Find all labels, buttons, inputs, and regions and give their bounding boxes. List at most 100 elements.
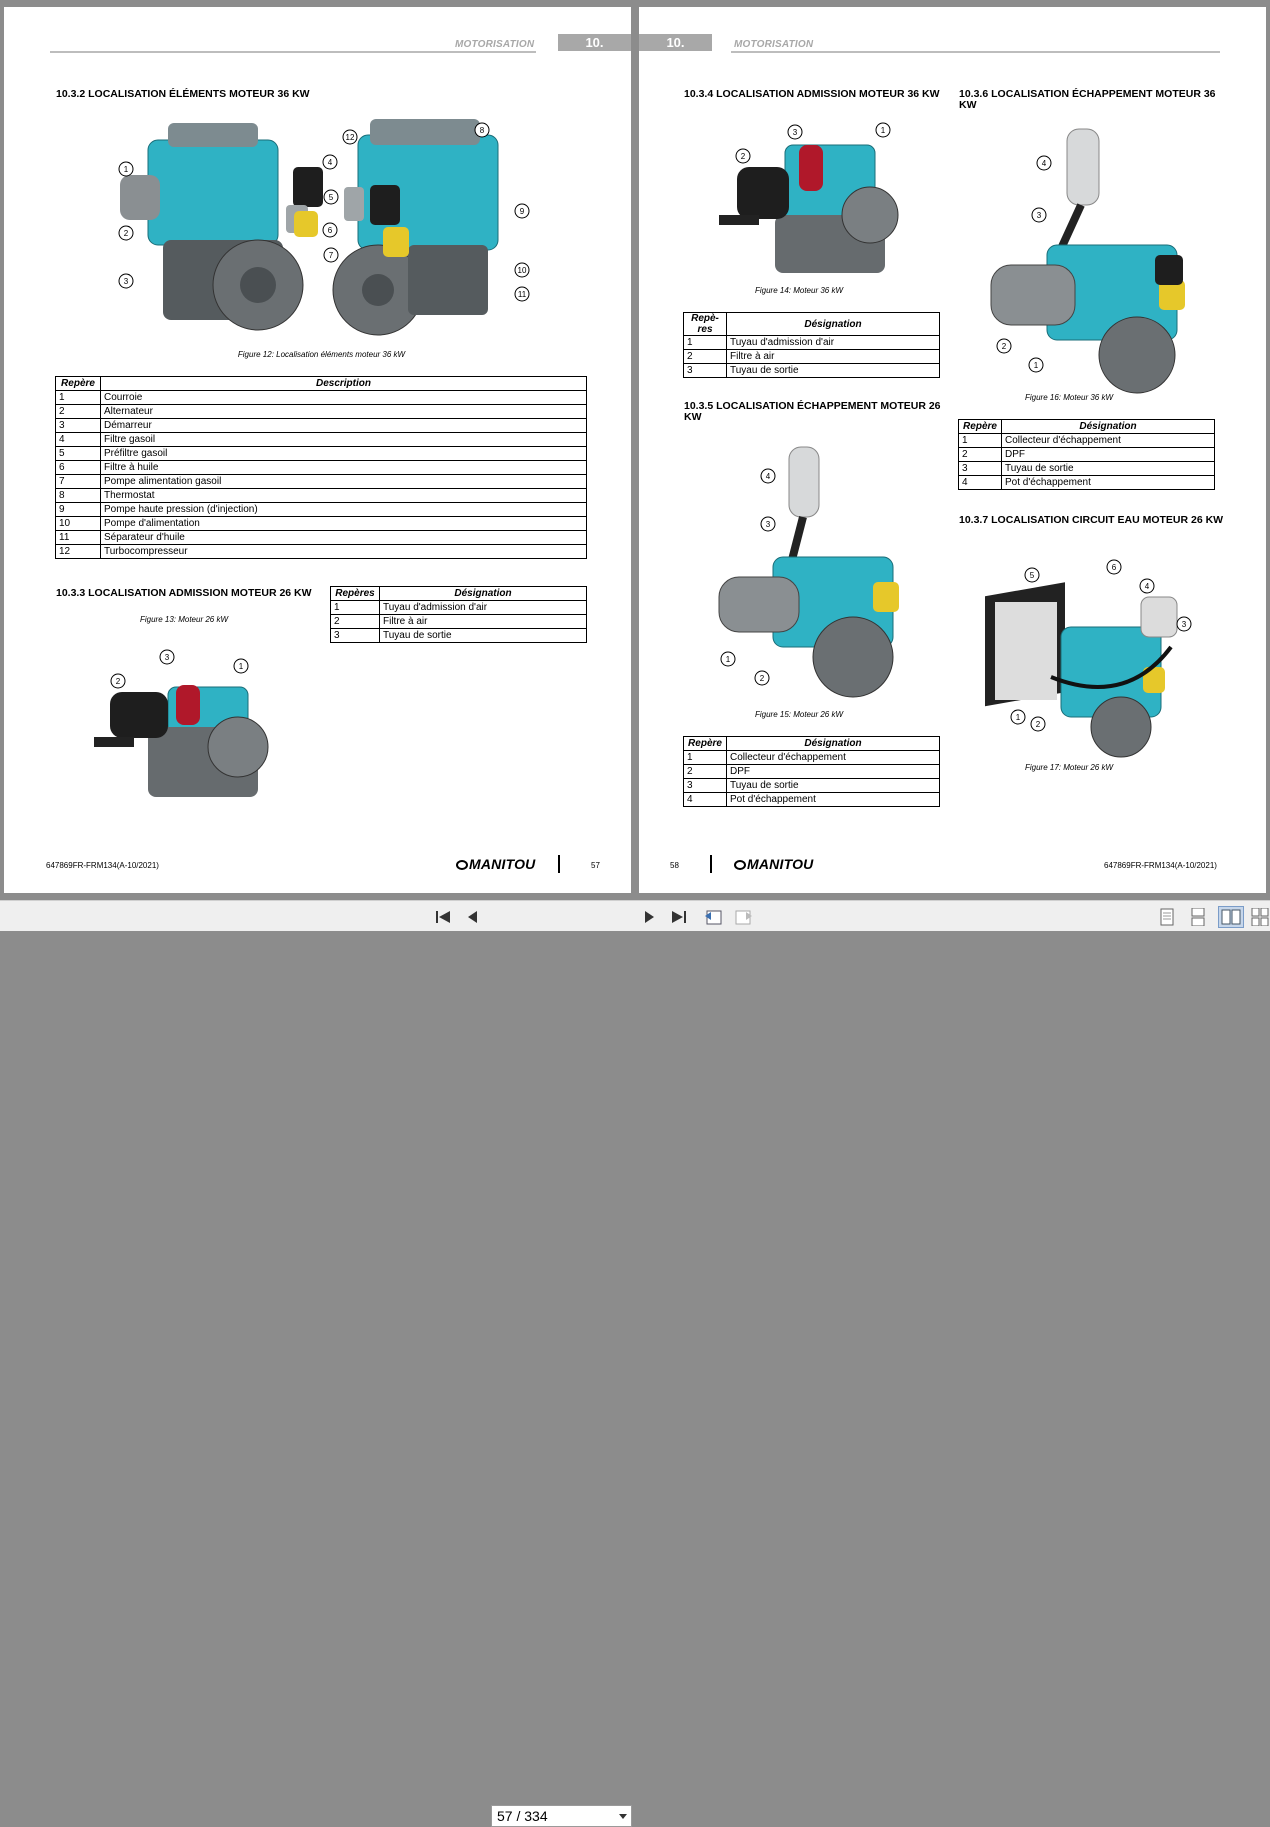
manitou-logo-text: MANITOU <box>747 856 814 872</box>
section-title-10-3-2: 10.3.2 LOCALISATION ÉLÉMENTS MOTEUR 36 K… <box>56 88 310 100</box>
single-page-view-icon[interactable] <box>1156 906 1178 928</box>
table-cell-designation: Tuyau de sortie <box>726 363 940 378</box>
figure-14-callouts: 1 2 3 <box>735 122 891 164</box>
callout-2: 2 <box>1030 716 1046 732</box>
callout-3: 3 <box>1031 207 1047 223</box>
pdf-viewer-toolbar: 57 / 334 <box>0 900 1270 1827</box>
figure-13-caption: Figure 13: Moteur 26 kW <box>139 615 229 624</box>
header-section-label: MOTORISATION <box>455 39 535 50</box>
footer-page-number: 57 <box>591 861 600 870</box>
column-header-reperes: Repères <box>330 586 380 601</box>
table-cell-designation: Démarreur <box>100 418 587 433</box>
previous-page-icon[interactable] <box>462 906 484 928</box>
svg-text:3: 3 <box>1182 620 1187 629</box>
table-cell-repere: 1 <box>683 335 727 350</box>
svg-text:3: 3 <box>766 520 771 529</box>
previous-view-icon[interactable] <box>702 906 724 928</box>
svg-text:3: 3 <box>165 653 170 662</box>
engine-36kw-intake-figure: 1 2 3 <box>719 122 899 273</box>
section-title-10-3-3: 10.3.3 LOCALISATION ADMISSION MOTEUR 26 … <box>56 587 312 599</box>
callout-4: 4 <box>1139 578 1155 594</box>
column-header-designation: Désignation <box>726 736 940 751</box>
table-cell-designation: Pompe haute pression (d'injection) <box>100 502 587 517</box>
continuous-facing-view-icon[interactable] <box>1250 906 1270 928</box>
table-cell-designation: Thermostat <box>100 488 587 503</box>
svg-text:4: 4 <box>1145 582 1150 591</box>
right-page: 10. MOTORISATION 10.3.4 LOCALISATION ADM… <box>639 7 1266 893</box>
svg-text:7: 7 <box>329 251 334 260</box>
table-cell-designation: Pot d'échappement <box>1001 475 1215 490</box>
callout-8: 8 <box>474 122 490 138</box>
engine-26kw-intake-figure: 1 2 3 <box>94 649 269 797</box>
figure-15-caption: Figure 15: Moteur 26 kW <box>754 710 844 719</box>
engine-left-view <box>120 123 323 331</box>
callout-9: 9 <box>514 203 530 219</box>
svg-text:2: 2 <box>760 674 765 683</box>
callout-3: 3 <box>159 649 175 665</box>
callout-1: 1 <box>1028 357 1044 373</box>
column-header-repere: Repère <box>683 736 727 751</box>
table-header-row: Repère Désignation <box>683 736 940 751</box>
callout-12: 12 <box>342 129 358 145</box>
callout-1: 1 <box>1010 709 1026 725</box>
callout-4: 4 <box>322 154 338 170</box>
page-number-field[interactable]: 57 / 334 <box>491 1805 632 1827</box>
table-header-row: Repère Désignation <box>958 419 1215 434</box>
engine-right-view <box>332 119 499 336</box>
facing-view-icon[interactable] <box>1218 906 1244 928</box>
exhaust-26kw-figure: 1 2 3 4 <box>718 446 899 698</box>
callout-10: 10 <box>514 262 530 278</box>
callout-7: 7 <box>323 247 339 263</box>
table-cell-repere: 2 <box>958 447 1002 462</box>
svg-text:5: 5 <box>329 193 334 202</box>
svg-text:8: 8 <box>480 126 485 135</box>
continuous-view-icon[interactable] <box>1187 906 1209 928</box>
svg-text:1: 1 <box>881 126 886 135</box>
svg-text:2: 2 <box>1002 342 1007 351</box>
next-view-icon[interactable] <box>733 906 755 928</box>
table-header-row: Repères Désignation <box>330 586 587 601</box>
column-header-designation: Désignation <box>726 312 940 336</box>
last-page-icon[interactable] <box>668 906 690 928</box>
svg-text:6: 6 <box>1112 563 1117 572</box>
svg-text:2: 2 <box>1036 720 1041 729</box>
section-title-10-3-5: 10.3.5 LOCALISATION ÉCHAPPEMENT MOTEUR 2… <box>684 400 941 423</box>
figure-13-callouts: 1 2 3 <box>110 649 249 689</box>
svg-text:12: 12 <box>346 133 355 142</box>
table-cell-repere: 1 <box>330 600 380 615</box>
page-dropdown-chevron-down-icon[interactable] <box>619 1814 627 1819</box>
figure-17-callouts: 1 2 3 4 5 6 <box>1010 559 1192 732</box>
table-cell-repere: 9 <box>55 502 101 517</box>
table-cell-designation: Tuyau de sortie <box>379 628 587 643</box>
table-cell-designation: Turbocompresseur <box>100 544 587 559</box>
svg-text:1: 1 <box>124 165 129 174</box>
table-cell-repere: 12 <box>55 544 101 559</box>
table-cell-repere: 3 <box>683 778 727 793</box>
svg-text:4: 4 <box>1042 159 1047 168</box>
table-cell-designation: DPF <box>726 764 940 779</box>
column-header-reperes: Repè-res <box>683 312 727 336</box>
table-cell-repere: 10 <box>55 516 101 531</box>
table-cell-designation: Filtre à air <box>379 614 587 629</box>
table-cell-designation: Filtre à air <box>726 349 940 364</box>
header-section-label: MOTORISATION <box>734 39 814 50</box>
next-page-icon[interactable] <box>638 906 660 928</box>
table-cell-repere: 4 <box>958 475 1002 490</box>
first-page-icon[interactable] <box>432 906 454 928</box>
table-cell-repere: 1 <box>958 433 1002 448</box>
svg-text:3: 3 <box>124 277 129 286</box>
svg-text:3: 3 <box>793 128 798 137</box>
table-cell-designation: Tuyau d'admission d'air <box>379 600 587 615</box>
callout-5: 5 <box>323 189 339 205</box>
